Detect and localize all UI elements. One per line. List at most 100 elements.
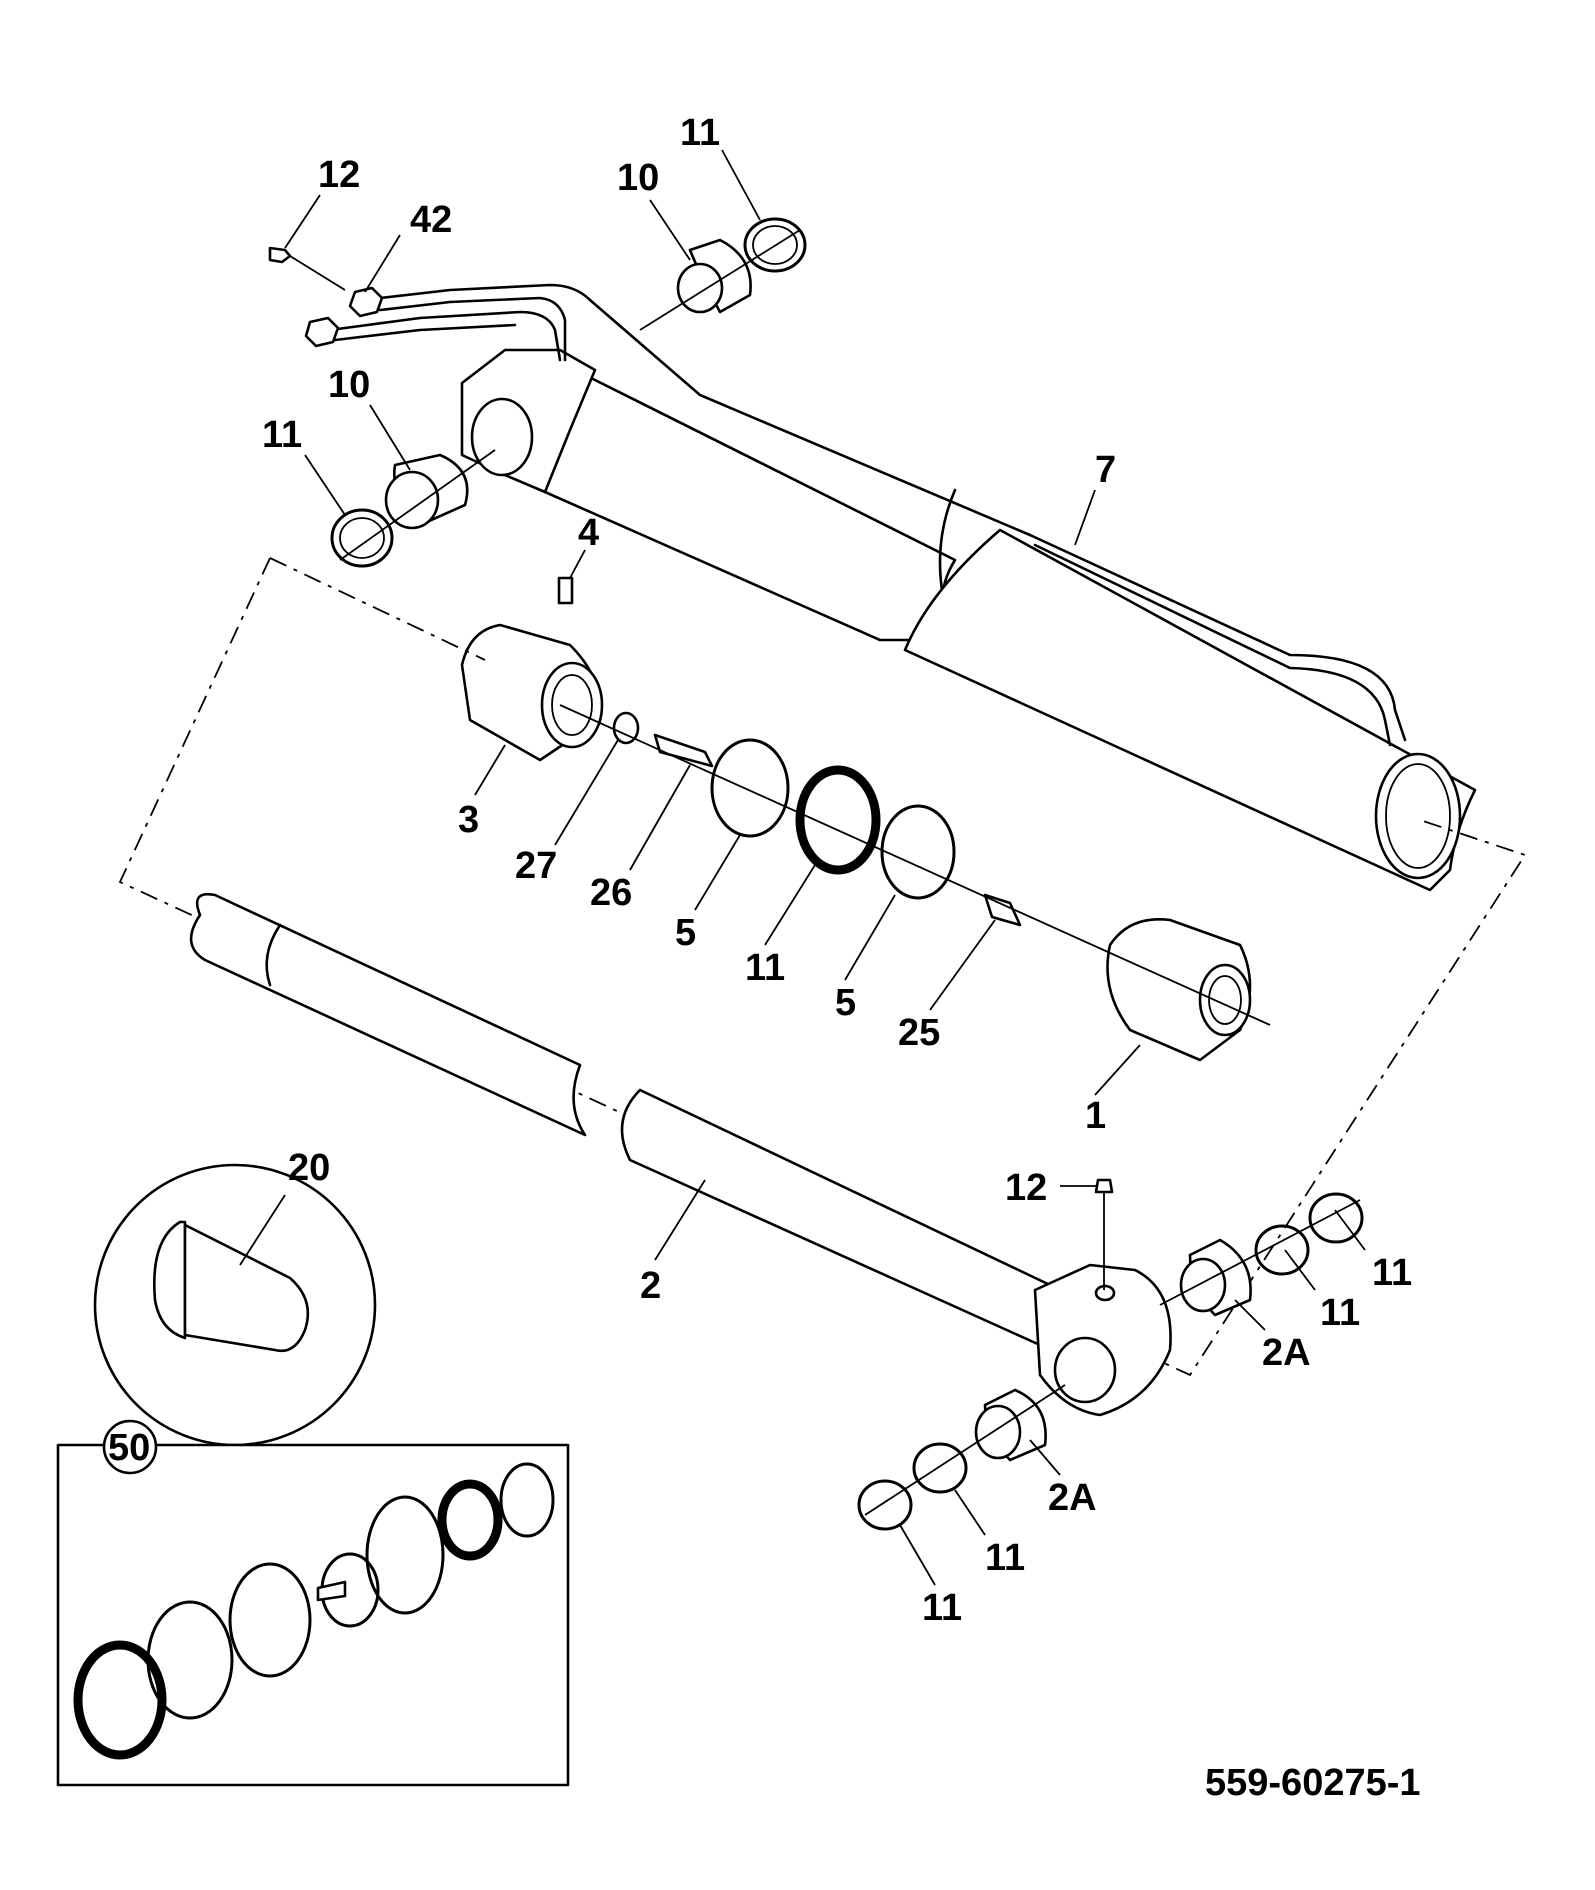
rod-step xyxy=(265,923,282,987)
dowel-pin xyxy=(557,576,574,605)
barrel-assembly xyxy=(268,246,1477,892)
callout-2a-right: 2A xyxy=(1262,1332,1311,1374)
hydraulic-tube-a xyxy=(378,283,1032,537)
leader-11-top-right xyxy=(721,149,761,221)
rod-ring-left-1 xyxy=(912,1442,968,1494)
leader-7 xyxy=(1074,489,1096,546)
detail-view-20 xyxy=(93,1163,377,1447)
rod-eye-axis-left xyxy=(864,1384,1066,1516)
callout-11-mid: 11 xyxy=(745,947,785,989)
leader-2 xyxy=(654,1179,706,1261)
barrel-tube-lower xyxy=(903,528,1477,892)
leader-11-mid xyxy=(764,864,816,946)
callout-11-br2: 11 xyxy=(1320,1292,1360,1334)
barrel-tube-end xyxy=(1374,752,1462,880)
barrel-tube-end-inner xyxy=(1385,763,1451,869)
callout-3: 3 xyxy=(458,799,479,841)
leader-11-bl2 xyxy=(899,1524,936,1586)
assembly-phantom-line-2 xyxy=(269,557,486,661)
leader-11-br2 xyxy=(1284,1249,1316,1291)
rod-assembly xyxy=(189,892,1172,1417)
bushing-left-axis xyxy=(339,449,496,561)
callout-10-left: 10 xyxy=(328,364,370,406)
bushing-top-face xyxy=(676,262,724,314)
leader-2a-right xyxy=(1234,1299,1266,1331)
leader-25 xyxy=(929,919,996,1011)
leader-42 xyxy=(364,234,401,293)
rod-upper xyxy=(189,892,587,1137)
leader-11-br1 xyxy=(1334,1209,1366,1251)
rod-lower xyxy=(620,1088,1052,1347)
detail-part-body xyxy=(183,1223,310,1353)
callout-12-bottom: 12 xyxy=(1005,1167,1047,1209)
callout-2: 2 xyxy=(640,1265,661,1307)
rod-bushing-left-face xyxy=(974,1404,1022,1460)
tube-fitting-nut-upper xyxy=(348,286,384,318)
seal-ring-left-inner xyxy=(339,517,385,559)
assembly-phantom-line xyxy=(118,557,1527,1377)
leader-12-top xyxy=(284,194,321,249)
rod-ring-left-2 xyxy=(857,1479,913,1531)
detail-part-flange xyxy=(153,1220,187,1340)
piston-bore-inner xyxy=(551,674,593,736)
leader-3 xyxy=(474,744,506,796)
callout-7: 7 xyxy=(1095,449,1116,491)
piston-group xyxy=(460,576,1271,1062)
hydraulic-tube-run-2 xyxy=(1033,543,1392,747)
grease-fitting-bottom xyxy=(1094,1178,1114,1194)
hydraulic-tube-c xyxy=(328,310,562,362)
callout-11-bl2: 11 xyxy=(922,1587,962,1629)
callout-11-bl1: 11 xyxy=(985,1537,1025,1579)
grease-fitting-top-axis xyxy=(289,255,346,291)
seal-kit-box xyxy=(56,1443,570,1787)
rod-ring-right-2 xyxy=(1308,1192,1364,1244)
callout-11-br1: 11 xyxy=(1372,1252,1412,1294)
tube-fitting-nut-lower xyxy=(304,316,340,348)
callout-4: 4 xyxy=(578,512,599,554)
washer xyxy=(612,711,640,745)
seal-kit-50 xyxy=(56,1443,570,1787)
leader-10-left xyxy=(369,404,411,471)
bushing-top-axis xyxy=(639,229,801,331)
leader-11-left xyxy=(304,454,346,516)
kit-seal-6 xyxy=(437,1479,503,1561)
rod-eye-axis-right xyxy=(1159,1199,1361,1306)
leader-lines xyxy=(239,149,1366,1586)
barrel-head-bore xyxy=(470,397,534,477)
barrel-tube-upper xyxy=(535,368,957,642)
kit-seal-1 xyxy=(73,1640,167,1760)
set-screw xyxy=(983,893,1022,927)
callout-2a-bottom: 2A xyxy=(1048,1477,1097,1519)
callout-42: 42 xyxy=(410,199,452,241)
barrel-bushings xyxy=(330,217,807,568)
callout-50-circle xyxy=(102,1419,158,1475)
rod-eye-bore xyxy=(1053,1336,1117,1404)
leader-27 xyxy=(554,739,619,846)
piston-seal xyxy=(795,765,881,875)
callout-1: 1 xyxy=(1085,1095,1106,1137)
kit-ring-2 xyxy=(146,1600,234,1720)
callout-5-a: 5 xyxy=(675,912,696,954)
callout-20: 20 xyxy=(288,1147,330,1189)
leader-5-b xyxy=(844,894,896,981)
rod-bushing-right-face xyxy=(1179,1257,1227,1313)
grease-fitting-top xyxy=(268,246,292,264)
cylinder-head-bore-inner xyxy=(1208,975,1242,1025)
leader-10-top xyxy=(649,199,691,261)
callout-10-top: 10 xyxy=(617,157,659,199)
kit-ring-3 xyxy=(228,1562,312,1678)
hydraulic-tube-run xyxy=(1028,533,1407,742)
callout-50: 50 xyxy=(108,1427,150,1469)
wear-ring-b xyxy=(880,804,956,900)
hydraulic-tube-d xyxy=(333,323,517,342)
lock-screw xyxy=(653,733,714,768)
seal-ring-top xyxy=(743,217,807,273)
callout-25: 25 xyxy=(898,1012,940,1054)
seal-ring-left xyxy=(330,508,394,568)
rod-ring-right-1 xyxy=(1254,1224,1310,1276)
kit-ring-7 xyxy=(499,1462,555,1538)
leader-2a-bottom xyxy=(1029,1439,1061,1476)
callout-26: 26 xyxy=(590,872,632,914)
leader-4 xyxy=(569,549,586,579)
